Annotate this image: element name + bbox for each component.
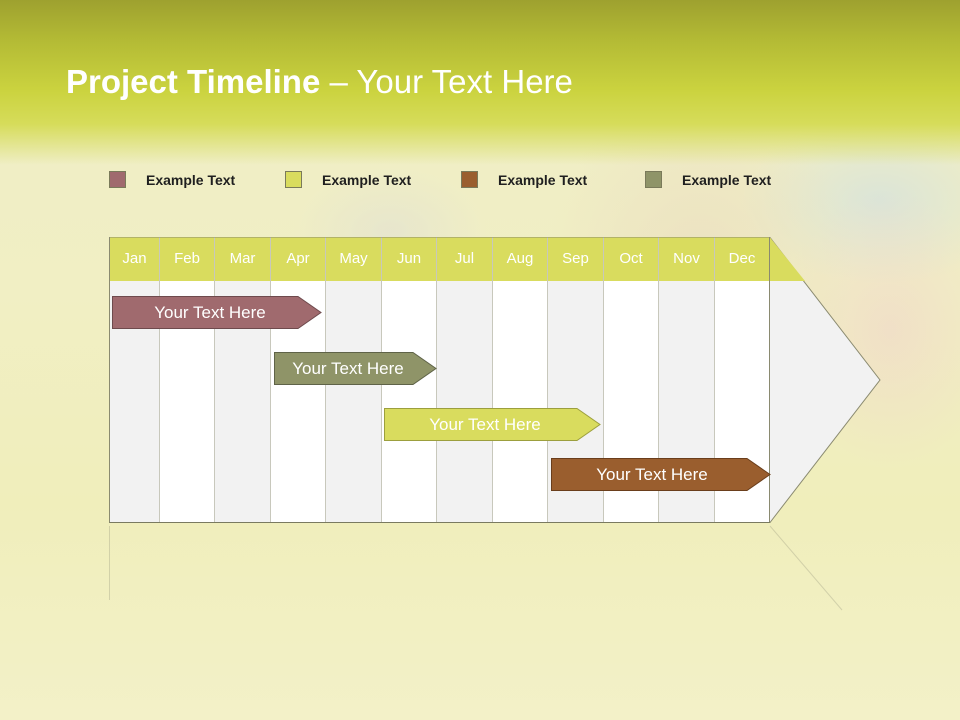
task-bar-shape [551, 458, 771, 491]
month-label: Dec [728, 250, 756, 267]
task-bar-1[interactable]: Your Text Here [112, 296, 322, 329]
month-label: Nov [673, 250, 700, 267]
legend-swatch [645, 171, 662, 188]
month-header-band [109, 237, 770, 281]
task-bar-3[interactable]: Your Text Here [384, 408, 601, 441]
month-column [381, 281, 437, 523]
task-bar-label: Your Text Here [154, 303, 266, 322]
slide-title: Project Timeline – Your Text Here [66, 60, 573, 104]
task-bar-shape [384, 408, 601, 441]
task-bar-2[interactable]: Your Text Here [274, 352, 437, 385]
month-label: Oct [619, 250, 643, 267]
task-bar-label: Your Text Here [596, 465, 708, 484]
month-label: Jan [122, 250, 147, 267]
month-label: Sep [562, 250, 589, 267]
legend-label: Example Text [682, 172, 772, 188]
month-label: Apr [286, 250, 310, 267]
legend-label: Example Text [146, 172, 236, 188]
title-band [0, 0, 960, 165]
task-bar-label: Your Text Here [429, 415, 541, 434]
task-bar-label: Your Text Here [292, 359, 404, 378]
month-label: Aug [506, 250, 534, 267]
task-bar-shape [112, 296, 322, 329]
month-label: May [339, 250, 368, 267]
month-column [325, 281, 382, 523]
month-label: Jun [396, 250, 422, 267]
month-label: Feb [174, 250, 200, 267]
legend-label: Example Text [498, 172, 588, 188]
title-rest: – Your Text Here [320, 63, 573, 100]
month-column [492, 281, 548, 523]
legend-swatch [285, 171, 302, 188]
month-label: Jul [454, 250, 475, 267]
legend-swatch [109, 171, 126, 188]
task-bar-shape [274, 352, 437, 385]
timeline-reflection [109, 525, 843, 611]
arrow-header-tip [769, 237, 805, 281]
title-strong: Project Timeline [66, 63, 321, 100]
task-bar-4[interactable]: Your Text Here [551, 458, 771, 491]
month-column [436, 281, 493, 523]
legend-swatch [461, 171, 478, 188]
month-label: Mar [229, 250, 256, 267]
legend-label: Example Text [322, 172, 412, 188]
